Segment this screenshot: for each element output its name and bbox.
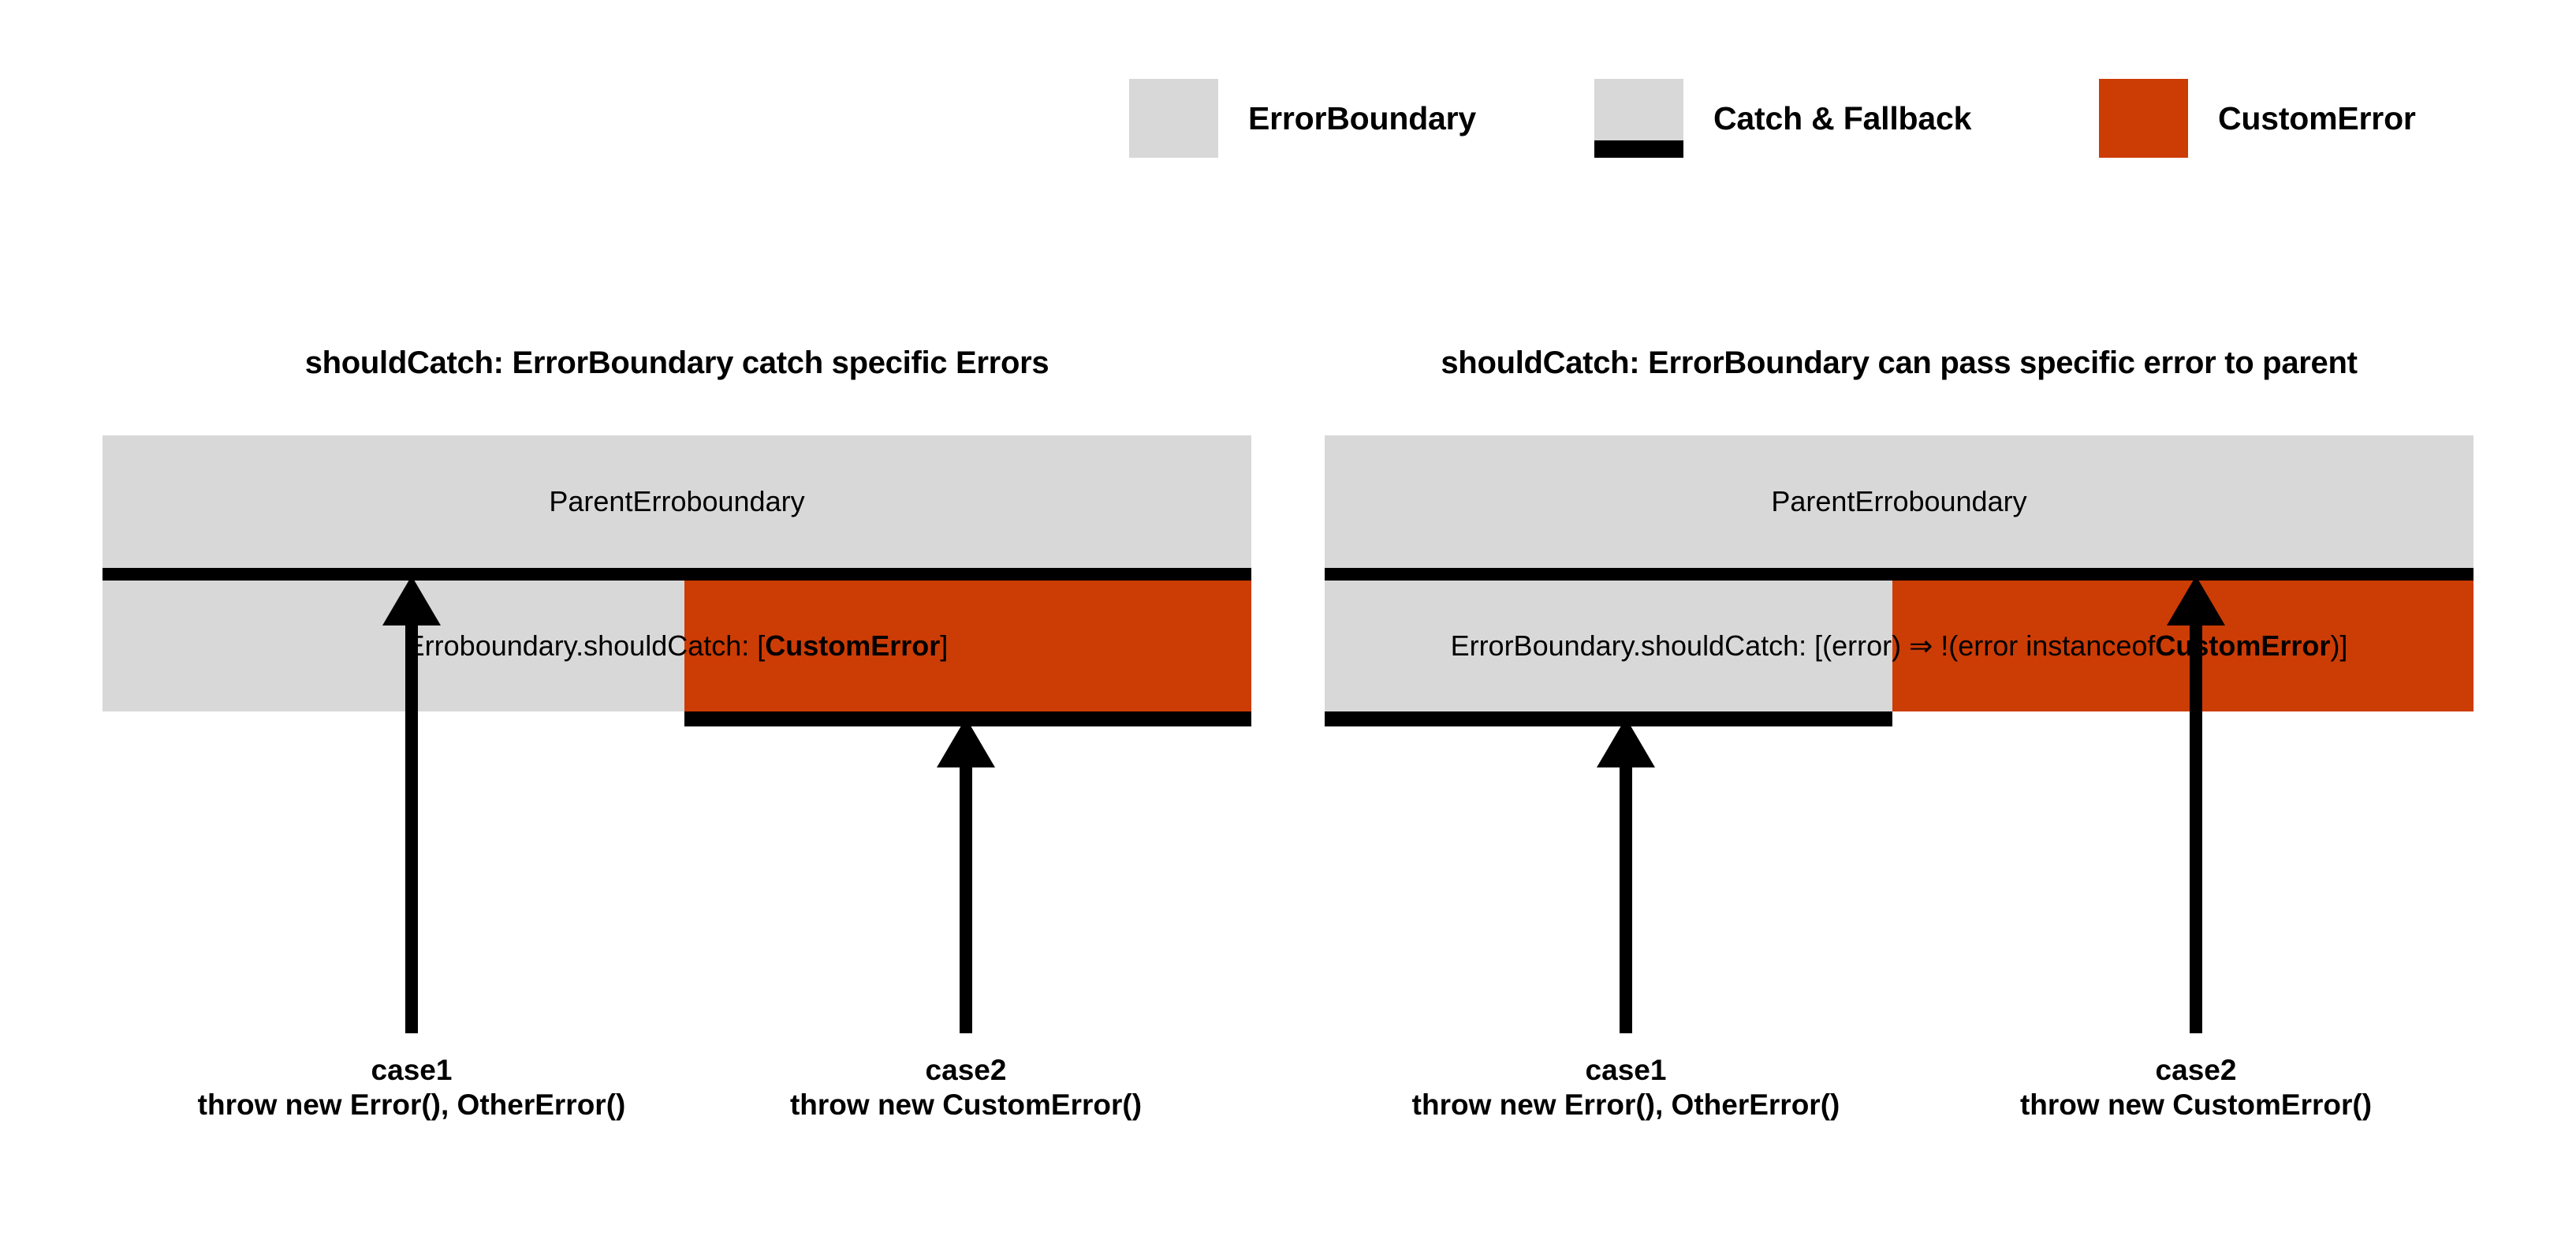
- shouldcatch-band: ErrorBoundary.shouldCatch: [(error) ⇒ !(…: [1325, 581, 2473, 711]
- arrow-case2: [2167, 576, 2225, 1033]
- shouldcatch-band: Erroboundary.shouldCatch: [CustomError]: [103, 581, 1251, 711]
- case-caption-line1: case2: [2155, 1054, 2237, 1086]
- case-caption-case2: case2 throw new CustomError(): [2020, 1053, 2372, 1122]
- legend-item-label: Catch & Fallback: [1713, 99, 1972, 136]
- arrow-shaft: [1620, 761, 1632, 1033]
- legend-item-errorboundary: ErrorBoundary: [1129, 75, 1476, 162]
- arrow-case1: [1597, 718, 1655, 1033]
- case-caption-case2: case2 throw new CustomError(): [790, 1053, 1142, 1122]
- panel-catch-specific-errors: shouldCatch: ErrorBoundary catch specifi…: [103, 347, 1251, 1136]
- case-caption-line1: case2: [925, 1054, 1007, 1086]
- legend-item-catch-fallback: Catch & Fallback: [1594, 75, 1971, 162]
- arrow-head-icon: [2167, 576, 2225, 625]
- boundary-stack: ParentErroboundary ErrorBoundary.shouldC…: [1325, 435, 2473, 730]
- catch-fallback-divider-top: [1325, 568, 2473, 581]
- parent-errorboundary-band: ParentErroboundary: [103, 435, 1251, 568]
- legend-swatch-orange-icon: [2099, 79, 2188, 158]
- shouldcatch-region-gray: [1325, 581, 1892, 711]
- parent-errorboundary-label: ParentErroboundary: [1771, 485, 2027, 517]
- shouldcatch-expression-prefix: Erroboundary.shouldCatch: [: [405, 629, 766, 662]
- shouldcatch-expression: ErrorBoundary.shouldCatch: [(error) ⇒ !(…: [1325, 581, 2473, 711]
- panel-title: shouldCatch: ErrorBoundary catch specifi…: [304, 345, 1049, 380]
- case-caption-line1: case1: [1585, 1054, 1667, 1086]
- parent-errorboundary-band: ParentErroboundary: [1325, 435, 2473, 568]
- legend-swatch-gray-icon: [1129, 79, 1218, 158]
- catch-fallback-divider-top: [103, 568, 1251, 581]
- case-caption-case1: case1 throw new Error(), OtherError(): [1412, 1053, 1840, 1122]
- case-caption-line2: throw new Error(), OtherError(): [1411, 1088, 1840, 1121]
- boundary-stack: ParentErroboundary Erroboundary.shouldCa…: [103, 435, 1251, 730]
- case-caption-line2: throw new CustomError(): [789, 1088, 1143, 1121]
- arrow-shaft: [405, 619, 418, 1033]
- arrow-head-icon: [382, 576, 441, 625]
- arrow-case1: [382, 576, 441, 1033]
- legend: ErrorBoundary Catch & Fallback CustomErr…: [1129, 75, 2470, 170]
- shouldcatch-expression-suffix: )]: [2330, 629, 2348, 662]
- arrow-head-icon: [937, 718, 995, 767]
- legend-item-customerror: CustomError: [2099, 75, 2416, 162]
- case-caption-line2: throw new Error(), OtherError(): [197, 1088, 626, 1121]
- panel-title: shouldCatch: ErrorBoundary can pass spec…: [1441, 345, 2358, 380]
- panel-pass-error-to-parent: shouldCatch: ErrorBoundary can pass spec…: [1325, 347, 2473, 1136]
- legend-item-label: CustomError: [2218, 99, 2416, 136]
- arrow-shaft: [2190, 619, 2202, 1033]
- case-caption-line1: case1: [371, 1054, 453, 1086]
- shouldcatch-expression-emphasis: CustomError: [765, 629, 941, 662]
- arrow-head-icon: [1597, 718, 1655, 767]
- case-caption-case1: case1 throw new Error(), OtherError(): [198, 1053, 626, 1122]
- shouldcatch-expression: Erroboundary.shouldCatch: [CustomError]: [103, 581, 1251, 711]
- arrow-shaft: [960, 761, 972, 1033]
- shouldcatch-region-orange: [684, 581, 1251, 711]
- case-caption-line2: throw new CustomError(): [2019, 1088, 2373, 1121]
- shouldcatch-expression-emphasis: CustomError: [2155, 629, 2331, 662]
- shouldcatch-expression-prefix: ErrorBoundary.shouldCatch: [(error) ⇒ !(…: [1450, 629, 2156, 662]
- legend-item-label: ErrorBoundary: [1248, 99, 1477, 136]
- arrow-case2: [937, 718, 995, 1033]
- shouldcatch-expression-suffix: ]: [940, 629, 949, 662]
- legend-swatch-gray-black-icon: [1594, 79, 1683, 158]
- parent-errorboundary-label: ParentErroboundary: [549, 485, 805, 517]
